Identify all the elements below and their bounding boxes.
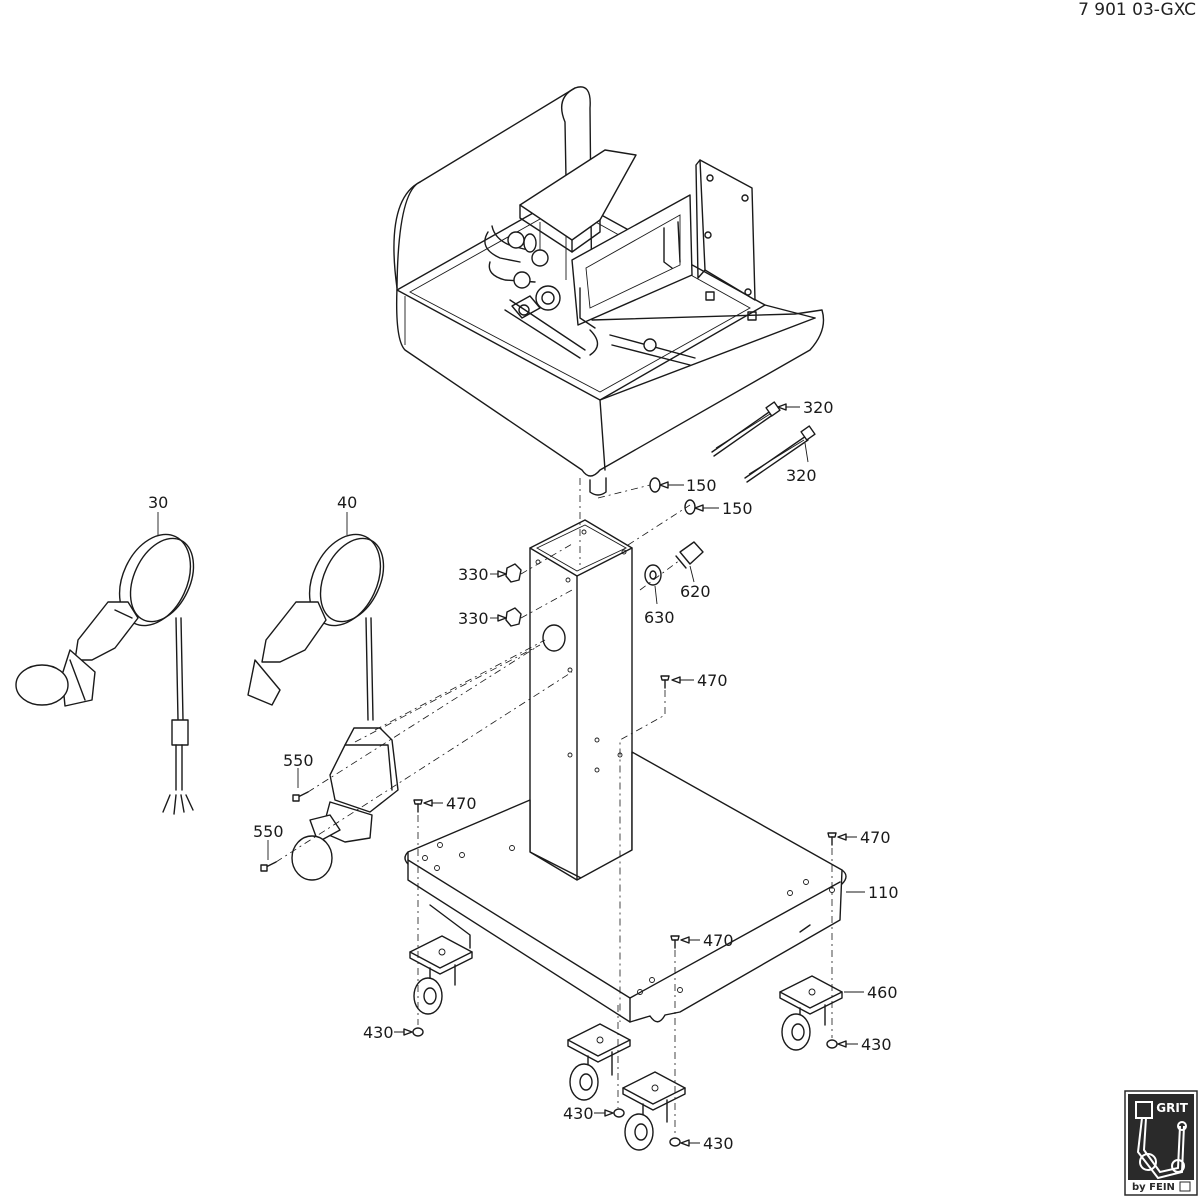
castor-rear-right: [779, 975, 843, 1051]
pillar-column: [529, 519, 633, 881]
callout-460: 460: [867, 983, 898, 1002]
power-cable-30: [15, 533, 195, 815]
callout-430: 430: [363, 1023, 394, 1042]
grit-by-fein-logo: GRIT by FEIN: [1124, 1090, 1198, 1196]
callout-430: 430: [861, 1035, 892, 1054]
callout-150: 150: [722, 499, 753, 518]
castor-front-left: [409, 935, 473, 1015]
callout-430: 430: [563, 1104, 594, 1123]
callout-40: 40: [337, 493, 357, 512]
power-cable-switch-40: [247, 533, 399, 881]
callout-550: 550: [253, 822, 284, 841]
callout-30: 30: [148, 493, 168, 512]
logo-brand-text: GRIT: [1156, 1101, 1189, 1115]
callout-labels: 320 320 150 150 330 330 620 630 470 470 …: [148, 398, 899, 1153]
callout-330: 330: [458, 609, 489, 628]
callout-550: 550: [283, 751, 314, 770]
callout-470: 470: [446, 794, 477, 813]
callout-320: 320: [786, 466, 817, 485]
document-number: 7 901 03-GXC: [1078, 0, 1196, 20]
callout-620: 620: [680, 582, 711, 601]
callout-110: 110: [868, 883, 899, 902]
base-plate: [404, 751, 847, 1023]
callout-430: 430: [703, 1134, 734, 1153]
callout-150: 150: [686, 476, 717, 495]
callout-320: 320: [803, 398, 834, 417]
castor-front-right: [622, 1071, 686, 1151]
hardware-parts: [260, 401, 838, 1147]
castor-front-center: [567, 1023, 631, 1101]
callout-470: 470: [860, 828, 891, 847]
leader-lines: [157, 403, 865, 1147]
logo-byline-text: by FEIN: [1132, 1182, 1175, 1193]
callout-470: 470: [697, 671, 728, 690]
callout-630: 630: [644, 608, 675, 627]
callout-470: 470: [703, 931, 734, 950]
grinding-table-assembly: [393, 86, 825, 496]
assembly-lines: [275, 478, 833, 1135]
callout-330: 330: [458, 565, 489, 584]
